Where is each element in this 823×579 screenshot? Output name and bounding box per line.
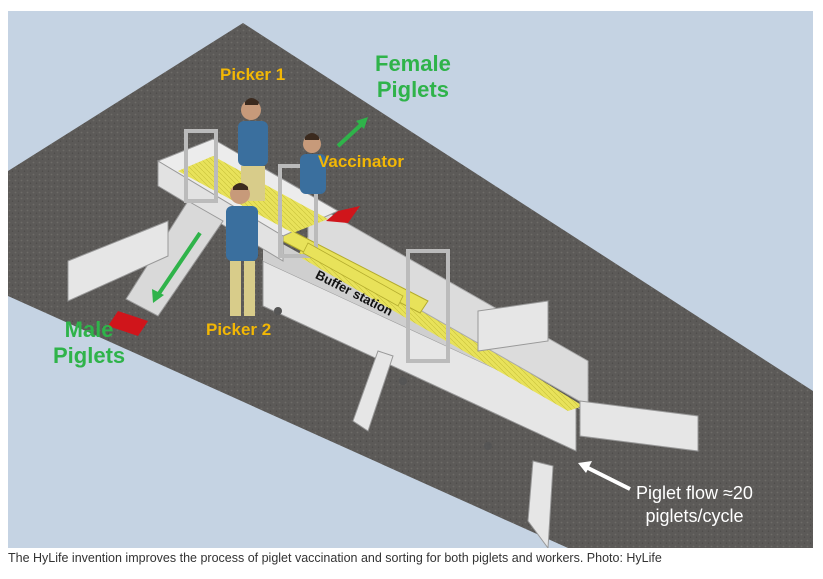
male-label-line2: Piglets [53,343,126,368]
flow-label-line1: Piglet flow ≈20 [636,483,753,503]
female-exit-pad [326,206,360,223]
frame-post [406,249,450,363]
flap-panel-right-upper [477,300,549,352]
worker-picker-1 [238,98,268,201]
male-direction-arrow [152,231,202,303]
worker-picker-2 [226,183,258,316]
male-piglets-label: Male Piglets [53,317,125,369]
flap-panel-bottom [527,460,554,548]
wheel [274,307,282,315]
picker-2-label: Picker 2 [206,320,272,339]
wheel [399,377,407,385]
flap-panel-mid [352,350,394,432]
piglet-flow-label: Piglet flow ≈20 piglets/cycle [636,482,753,528]
female-label-line1: Female [375,51,451,76]
figure: Picker 1 Vaccinator Picker 2 Female Pigl… [8,11,813,548]
vaccinator-label: Vaccinator [318,152,404,171]
picker-1-label: Picker 1 [220,65,286,84]
wheel [484,442,492,450]
flap-panel-right-lower [579,400,699,452]
sorting-station-diagram [8,23,813,548]
worker-vaccinator [300,133,326,194]
frame-post [184,129,218,203]
female-direction-arrow [336,117,368,148]
photo-caption: The HyLife invention improves the proces… [8,551,662,565]
frame-post [278,164,318,258]
male-exit-pad [108,311,148,336]
flap-panel-left [67,220,169,302]
flow-label-line2: piglets/cycle [645,506,744,526]
buffer-station-band [302,242,404,307]
female-piglets-label: Female Piglets [375,51,451,103]
male-chute [125,200,224,317]
male-label-line1: Male [64,317,114,342]
female-label-line2: Piglets [376,77,449,102]
piglet-flow-arrow [578,461,631,491]
